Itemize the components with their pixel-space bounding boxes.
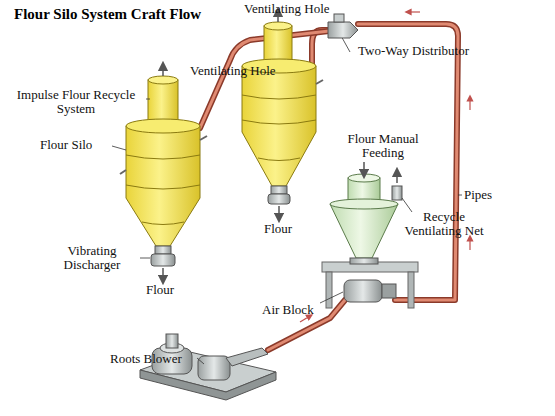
callout-label: Roots Blower bbox=[110, 352, 196, 366]
output-label: Flour bbox=[146, 283, 186, 297]
callout-label: Flour Silo bbox=[40, 138, 114, 152]
output-label: Flour bbox=[264, 222, 304, 236]
callout-label: Recycle Ventilating Net bbox=[404, 210, 484, 238]
callout-label: Ventilating Hole bbox=[244, 2, 344, 16]
callout-label: Ventilating Hole bbox=[190, 64, 290, 78]
diagram-title: Flour Silo System Craft Flow bbox=[14, 6, 201, 23]
callout-label: Vibrating Discharger bbox=[46, 244, 138, 272]
callout-label: Flour Manual Feeding bbox=[338, 132, 428, 160]
callout-label: Two-Way Distributor bbox=[358, 44, 488, 58]
callout-label: Impulse Flour Recycle System bbox=[6, 88, 146, 116]
callout-label: Air Block bbox=[262, 303, 322, 317]
callout-label: Pipes bbox=[464, 188, 514, 202]
